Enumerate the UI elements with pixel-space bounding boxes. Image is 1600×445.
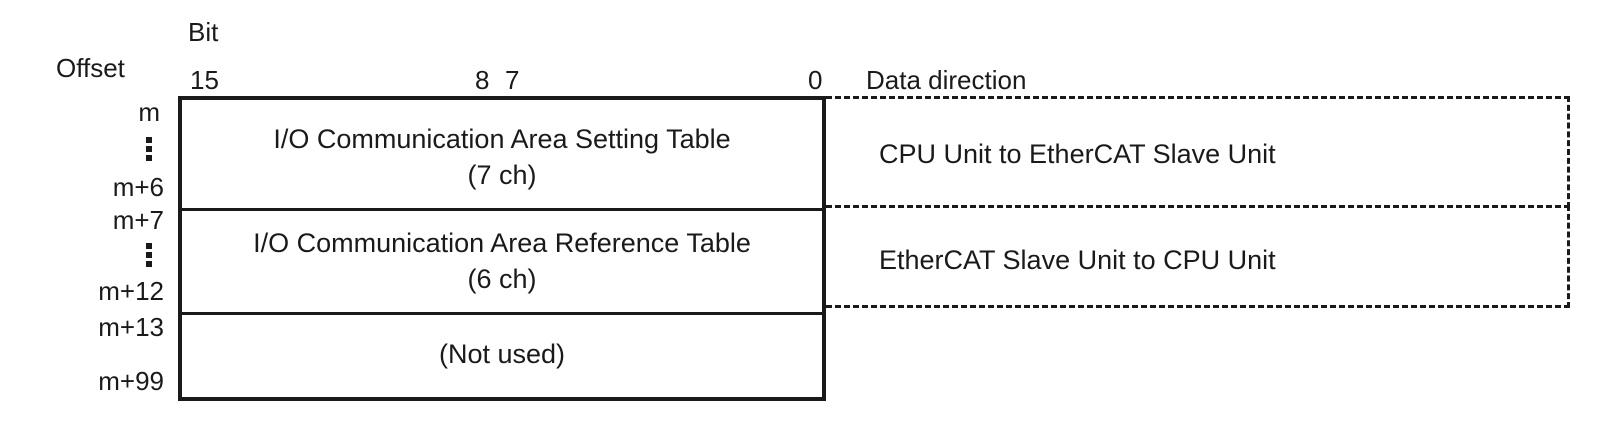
reference-table-title: I/O Communication Area Reference Table <box>253 228 751 258</box>
setting-table-channels: (7 ch) <box>467 160 537 190</box>
bit-15-label: 15 <box>190 65 219 95</box>
offset-label: Offset <box>56 53 125 83</box>
bit-8-label: 8 <box>475 65 490 95</box>
not-used-label: (Not used) <box>438 339 566 369</box>
bit-label: Bit <box>188 17 219 47</box>
direction-cpu-to-slave: CPU Unit to EtherCAT Slave Unit <box>879 139 1276 169</box>
offset-m: m <box>138 97 160 127</box>
vertical-ellipsis-icon <box>146 137 152 161</box>
offset-m99: m+99 <box>98 366 164 396</box>
direction-box-out <box>826 96 1570 208</box>
memory-map-table: I/O Communication Area Setting Table (7 … <box>178 96 826 401</box>
bit-7-label: 7 <box>505 65 520 95</box>
offset-m12: m+12 <box>98 276 164 306</box>
vertical-ellipsis-icon <box>146 243 152 267</box>
offset-m6: m+6 <box>112 172 164 202</box>
row-divider <box>182 312 822 315</box>
row-divider <box>182 208 822 211</box>
offset-m7: m+7 <box>112 205 164 235</box>
reference-table-channels: (6 ch) <box>467 264 537 294</box>
data-direction-label: Data direction <box>866 65 1027 95</box>
direction-slave-to-cpu: EtherCAT Slave Unit to CPU Unit <box>879 245 1276 275</box>
direction-box-in <box>826 205 1570 308</box>
setting-table-title: I/O Communication Area Setting Table <box>273 124 731 154</box>
bit-0-label: 0 <box>808 65 823 95</box>
offset-m13: m+13 <box>98 312 164 342</box>
